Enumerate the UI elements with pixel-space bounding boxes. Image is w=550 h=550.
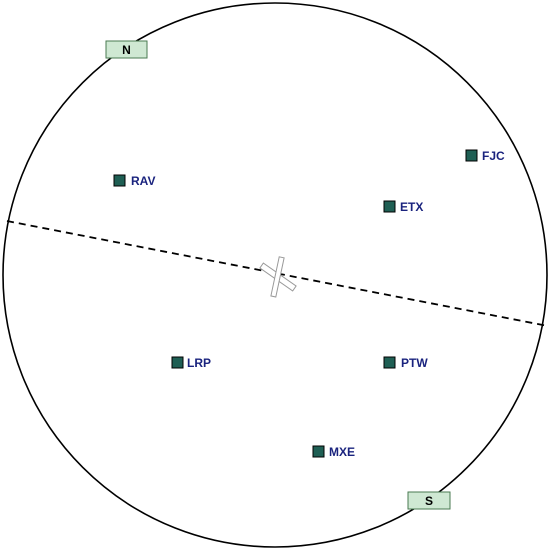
airport-mxe[interactable]: MXE [312,445,355,459]
airport-label: FJC [482,149,505,163]
airport-marker-icon [383,356,396,369]
airport-marker-icon [171,356,184,369]
airport-label: MXE [329,445,355,459]
airport-marker-icon [113,174,126,187]
sector-divider-line [6,220,549,327]
airport-label: RAV [131,174,155,188]
airport-label: ETX [400,200,423,214]
runway-icon [259,256,297,298]
south-marker: S [407,491,451,510]
airport-marker-icon [465,149,478,162]
north-tag-box [105,40,148,59]
airport-label: PTW [401,356,428,370]
airport-lrp[interactable]: LRP [171,356,211,370]
north-marker: N [105,40,148,59]
airport-rav[interactable]: RAV [113,174,155,188]
south-label: S [425,494,433,508]
south-tag-box [407,491,451,510]
north-label: N [122,43,131,57]
airport-marker-icon [312,445,325,458]
airport-marker-icon [383,200,396,213]
airport-ptw[interactable]: PTW [383,356,428,370]
airport-label: LRP [187,356,211,370]
airport-etx[interactable]: ETX [383,200,423,214]
airport-fjc[interactable]: FJC [465,149,505,163]
